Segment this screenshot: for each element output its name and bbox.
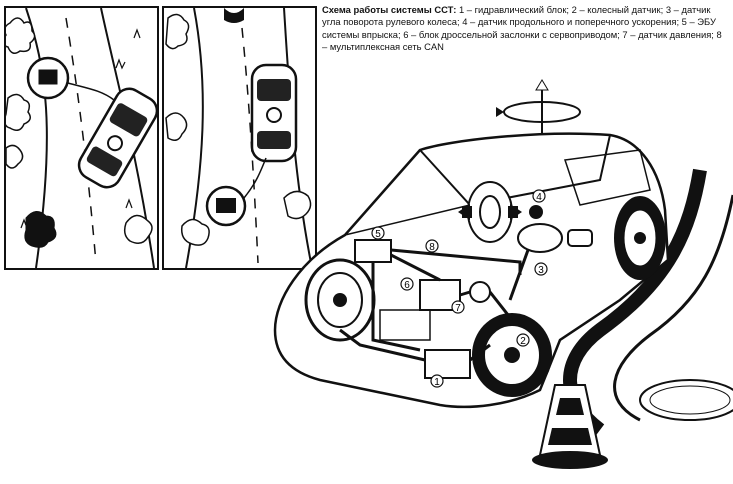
- svg-text:8: 8: [429, 242, 435, 253]
- callout-8: 8: [425, 239, 439, 253]
- yaw-rotation-arrow: [496, 79, 581, 140]
- svg-text:1: 1: [434, 377, 440, 388]
- skidding-car-icon: [77, 87, 157, 189]
- svg-text:6: 6: [404, 280, 410, 291]
- steering-wheel-icon: [517, 223, 563, 253]
- pressure-sensor-icon: [469, 281, 491, 303]
- callout-3: 3: [534, 262, 548, 276]
- tree-cluster-left: [6, 17, 36, 169]
- callout-6: 6: [400, 277, 414, 291]
- callout-4: 4: [532, 189, 546, 203]
- corrected-car-icon: [250, 63, 298, 163]
- acceleration-sensor-icon: [529, 205, 543, 219]
- front-right-wheel-icon: [472, 313, 552, 397]
- traffic-cone-icon: [532, 384, 608, 469]
- svg-text:3: 3: [538, 265, 544, 276]
- skid-scene-drawing: [6, 8, 157, 268]
- rear-wheel-icon: [614, 196, 666, 280]
- tree-cluster-right: [165, 13, 312, 220]
- svg-text:7: 7: [455, 303, 461, 314]
- caption-body: 1 – гидравлический блок; 2 – колесный да…: [322, 4, 722, 52]
- callout-markers: 1 2 3 4 5 6 7 8: [371, 189, 548, 388]
- sensor-block-icon: [38, 69, 58, 85]
- bush-icon: [24, 211, 57, 248]
- hydraulic-block-icon: [424, 349, 471, 379]
- caption-title: Схема работы системы ССТ:: [322, 4, 457, 15]
- svg-text:4: 4: [536, 192, 542, 203]
- callout-7: 7: [451, 300, 465, 314]
- left-illustration-panel: [4, 6, 159, 270]
- callout-2: 2: [516, 333, 530, 347]
- side-mirror-icon: [567, 229, 593, 247]
- ecu-block-icon: [354, 239, 392, 263]
- corrected-scene-drawing: [165, 8, 313, 268]
- can-network-wiring: [339, 248, 522, 362]
- right-illustration-panel: [162, 6, 317, 270]
- brake-force-wheel-icon: [458, 181, 522, 243]
- svg-text:5: 5: [375, 229, 381, 240]
- callout-5: 5: [371, 226, 385, 240]
- callout-1: 1: [430, 374, 444, 388]
- svg-text:2: 2: [520, 336, 526, 347]
- figure-caption: Схема работы системы ССТ: 1 – гидравличе…: [322, 4, 728, 53]
- front-left-wheel-icon: [304, 258, 376, 342]
